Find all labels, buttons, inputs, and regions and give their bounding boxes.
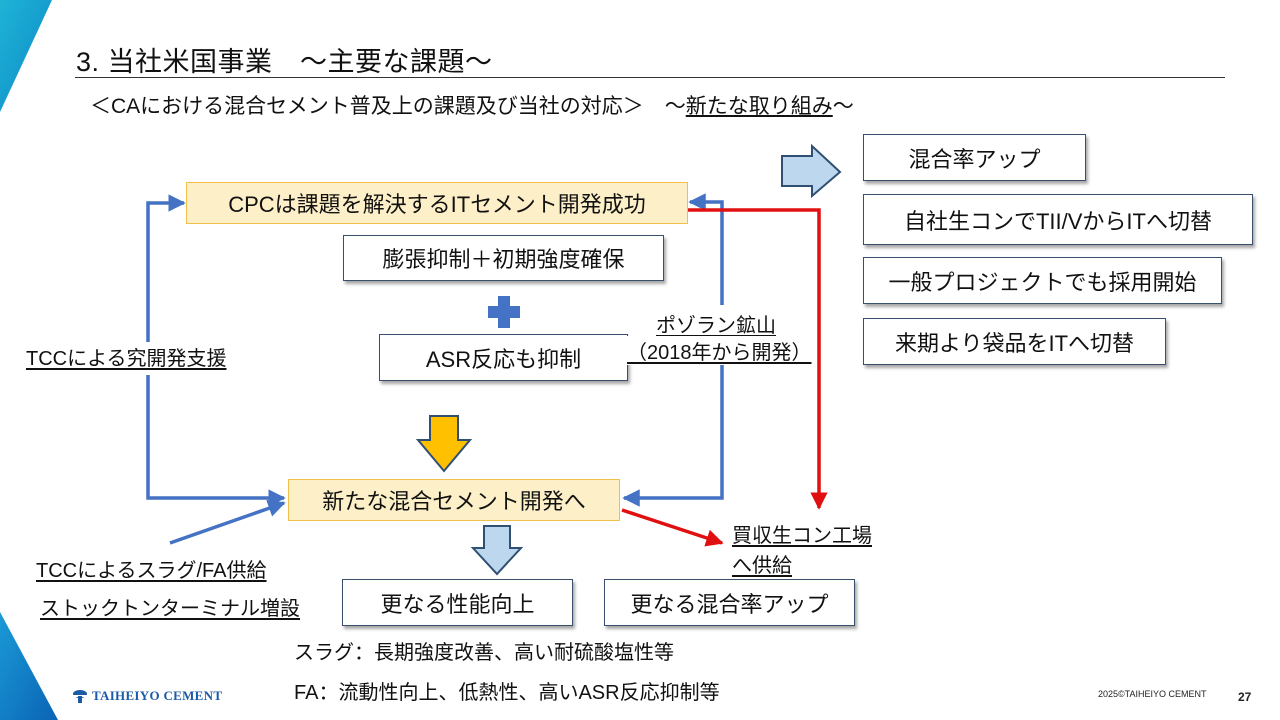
logo-mark-icon [73, 690, 87, 703]
result-arrow-icon [781, 143, 842, 199]
gold-down-arrow-icon [415, 415, 473, 473]
fa-benefits-note: FA：流動性向上、低熱性、高いASR反応抑制等 [294, 682, 720, 704]
tcc-slag-fa-supply-label: TCCによるスラグ/FA供給 [36, 560, 267, 582]
slide-title: 3. 当社米国事業 ～主要な課題～ [76, 47, 493, 77]
page-number: 27 [1238, 690, 1252, 704]
red-diagonal-arrow [621, 508, 724, 547]
result-box-2: 自社生コンでTII/VからITへ切替 [863, 194, 1253, 245]
bottom-left-corner-shape [0, 612, 58, 720]
right-loop-lower [622, 365, 724, 507]
supply-label: へ供給 [732, 555, 792, 577]
lightblue-down-arrow-icon [470, 525, 524, 576]
blend-rate-up-box: 更なる混合率アップ [604, 579, 855, 626]
subtitle-underlined: 新たな取り組み [685, 95, 833, 118]
expansion-control-box: 膨張抑制＋初期強度確保 [343, 235, 664, 281]
logo-text: TAIHEIYO CEMENT [92, 688, 223, 703]
top-left-corner-shape [0, 0, 52, 112]
tcc-rnd-support-label: TCCによる究開発支援 [24, 342, 229, 371]
company-logo: TAIHEIYO CEMENT [72, 688, 222, 704]
slag-supply-arrow [169, 499, 286, 545]
performance-improvement-box: 更なる性能向上 [342, 579, 573, 626]
plus-icon [488, 296, 520, 328]
left-loop-lower [146, 375, 286, 507]
subtitle-suffix: ～ [832, 95, 854, 118]
right-loop-upper [688, 193, 724, 305]
pozzolan-mine-label: ポゾラン鉱山 [656, 315, 776, 337]
title-divider [75, 77, 1225, 78]
slag-benefits-note: スラグ：長期強度改善、高い耐硫酸塩性等 [294, 642, 674, 664]
asr-suppression-box: ASR反応も抑制 [379, 334, 628, 381]
slide-subtitle: ＜CAにおける混合セメント普及上の課題及び当社の対応＞ ～新たな取り組み～ [90, 90, 854, 120]
red-supply-line [688, 208, 828, 510]
acquired-plants-label: 買収生コン工場 [732, 525, 872, 547]
result-box-3: 一般プロジェクトでも採用開始 [863, 257, 1222, 304]
it-cement-success-box: CPCは課題を解決するITセメント開発成功 [186, 182, 688, 224]
pozzolan-since-label: （2018年から開発） [627, 336, 812, 365]
stockton-terminal-label: ストックトンターミナル増設 [40, 598, 300, 620]
new-blended-cement-box: 新たな混合セメント開発へ [288, 479, 620, 521]
result-box-4: 来期より袋品をITへ切替 [863, 318, 1166, 365]
copyright-text: 2025©TAIHEIYO CEMENT [1098, 689, 1207, 699]
result-box-1: 混合率アップ [863, 134, 1086, 181]
left-loop-arrow [146, 194, 186, 348]
subtitle-prefix: ＜CAにおける混合セメント普及上の課題及び当社の対応＞ ～ [90, 95, 686, 118]
